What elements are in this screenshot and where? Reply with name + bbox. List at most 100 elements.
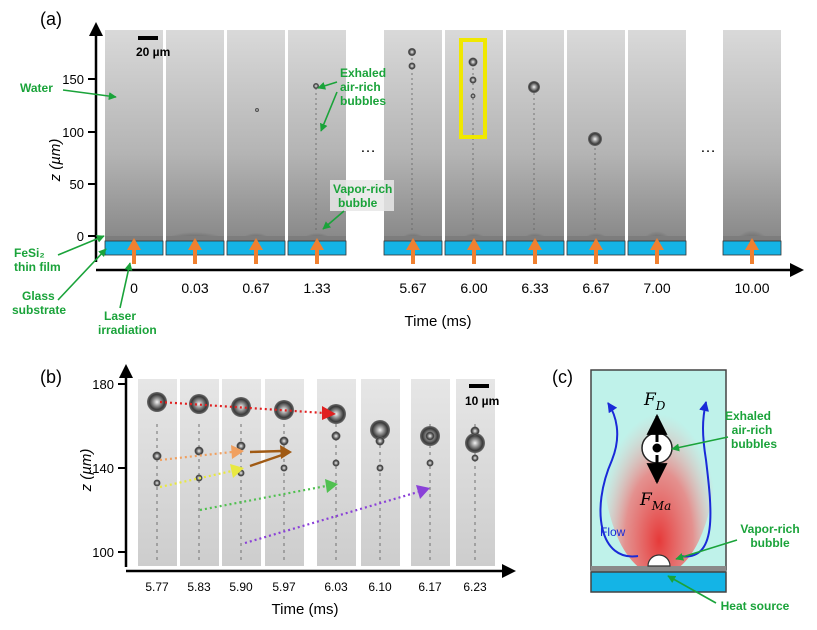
marangoni-force-label: FMa [639, 490, 671, 513]
air-bubble [370, 420, 390, 440]
trajectory-yellow [159, 469, 233, 489]
x-tick-label: 5.83 [187, 580, 211, 594]
frame-a [104, 30, 164, 264]
panel-b: (b) 180 140 100 z (µm) [40, 364, 516, 618]
air-bubble [147, 392, 167, 412]
scale-bar-20um [138, 36, 158, 40]
annotation-exhaled-2: air-rich [340, 80, 381, 94]
panel-b-y-axis-arrowhead [119, 364, 133, 378]
frame-a [287, 30, 347, 264]
y-tick-label: 150 [62, 72, 84, 87]
air-bubble [469, 76, 477, 84]
trajectory-yellow-arrowhead [230, 464, 244, 478]
annotation-laser-2: irradiation [98, 323, 157, 337]
air-bubble [189, 394, 209, 414]
x-tick-label: 6.03 [324, 580, 348, 594]
annotation-water: Water [20, 81, 53, 95]
panel-a-label: (a) [40, 9, 62, 29]
x-tick-label: 6.10 [368, 580, 392, 594]
x-tick-label: 5.97 [272, 580, 296, 594]
frame-a [383, 30, 443, 264]
y-tick-label: 180 [92, 377, 114, 392]
water-region [723, 30, 781, 236]
drag-force-label: FD [643, 390, 666, 413]
panel-b-frames [138, 379, 495, 566]
flow-line-left [599, 402, 639, 558]
air-bubble [588, 132, 602, 146]
panel-a-frames [104, 30, 782, 264]
substrate [590, 571, 727, 593]
annotation-vapor-2: bubble [338, 196, 378, 210]
x-tick-label: 6.33 [521, 280, 548, 296]
scale-bar-label: 10 µm [465, 394, 499, 408]
trajectory-brown-arrowhead [280, 445, 292, 459]
y-tick-label: 140 [92, 461, 114, 476]
trajectory-orange-arrowhead [231, 445, 244, 459]
panel-b-label: (b) [40, 367, 62, 387]
air-bubble [408, 48, 416, 56]
annotation-laser-1: Laser [104, 309, 136, 323]
panel-b-x-axis-arrowhead [502, 564, 516, 578]
air-bubble [470, 93, 476, 99]
water-region [361, 379, 400, 566]
air-bubble [152, 451, 162, 461]
y-tick-label: 100 [92, 545, 114, 560]
air-bubble [465, 433, 485, 453]
frame-a [226, 30, 286, 264]
laser-arrowhead [127, 238, 141, 250]
frame-b [180, 379, 219, 566]
laser-arrowhead [406, 238, 420, 250]
x-tick-label: 0.03 [181, 280, 208, 296]
annotation-exhaled-3: bubbles [731, 437, 777, 451]
air-bubble [255, 108, 259, 112]
panel-a-y-axis-arrowhead [89, 22, 103, 36]
frame-b [222, 379, 261, 566]
water-region [628, 30, 686, 236]
y-tick-label: 50 [70, 177, 84, 192]
bubble-trajectories [159, 400, 430, 545]
frame-b [361, 379, 400, 566]
frame-b [138, 379, 177, 566]
annotation-exhaled-2: air-rich [732, 423, 773, 437]
trajectory-brown [249, 449, 283, 468]
panel-c-label: (c) [552, 367, 573, 387]
panel-c-annotations: Exhaled air-rich bubbles Vapor-rich bubb… [667, 409, 800, 613]
frame-a [566, 30, 626, 264]
x-tick-label: 6.00 [460, 280, 487, 296]
water-region [506, 30, 564, 236]
y-tick-label: 100 [62, 125, 84, 140]
vapor-label-bg [330, 180, 394, 211]
air-bubble [408, 62, 416, 70]
x-tick-label: 1.33 [303, 280, 330, 296]
air-bubble [376, 464, 384, 472]
trajectory-purple-arrowhead [416, 485, 430, 499]
annotation-exhaled-1: Exhaled [340, 66, 386, 80]
air-bubble [236, 441, 246, 451]
x-tick-label: 6.17 [418, 580, 442, 594]
air-bubble [425, 431, 435, 441]
air-bubble [279, 436, 289, 446]
x-tick-label: 5.90 [229, 580, 253, 594]
frame-a [165, 30, 225, 264]
panel-b-x-axis-label: Time (ms) [272, 601, 339, 618]
y-tick-label: 0 [77, 229, 84, 244]
annotation-vapor-1: Vapor-rich [740, 522, 799, 536]
x-tick-label: 5.77 [145, 580, 169, 594]
laser-arrowhead [310, 238, 324, 250]
water-region [227, 30, 285, 236]
water-region [166, 30, 224, 236]
air-bubble [471, 454, 479, 462]
annotation-exhaled-3: bubbles [340, 94, 386, 108]
annotation-film-1: FeSi₂ [14, 246, 45, 260]
water-region [411, 379, 450, 566]
laser-arrowhead [188, 238, 202, 250]
x-tick-label: 0 [130, 280, 138, 296]
highlight-box [459, 38, 487, 139]
laser-arrowhead [528, 238, 542, 250]
x-tick-label: 10.00 [734, 280, 769, 296]
scale-bar-label: 20 µm [136, 45, 170, 59]
air-bubble [153, 479, 161, 487]
